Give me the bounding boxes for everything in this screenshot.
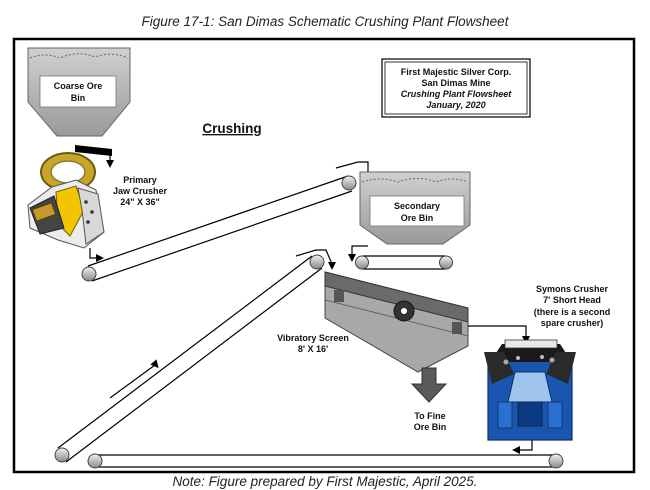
figure-caption: Figure 17-1: San Dimas Schematic Crushin… <box>141 14 509 29</box>
incline-direction-arrow <box>109 359 159 399</box>
apron-feeder <box>75 145 114 168</box>
jaw-discharge-arrow <box>89 248 104 262</box>
coarse-bin-label-1: Coarse Ore <box>54 81 103 91</box>
primary-crusher-label-1: Primary <box>123 175 157 185</box>
conveyor-primary-to-secondary <box>81 175 357 282</box>
vibratory-screen-label-2: 8' X 16' <box>298 344 328 354</box>
title-mine: San Dimas Mine <box>421 78 490 88</box>
vibratory-screen <box>324 271 469 373</box>
screen-feed-arrow <box>295 249 336 270</box>
bottom-return-conveyor <box>87 453 564 469</box>
symons-label-1: Symons Crusher <box>536 284 609 294</box>
section-heading: Crushing <box>202 121 261 136</box>
coarse-ore-bin: Coarse Ore Bin <box>27 47 131 137</box>
title-box: First Majestic Silver Corp. San Dimas Mi… <box>381 58 531 118</box>
conveyor-return-to-screen <box>54 254 325 463</box>
vibratory-screen-label-1: Vibratory Screen <box>277 333 349 343</box>
coarse-bin-label-2: Bin <box>71 93 86 103</box>
symons-label-4: spare crusher) <box>541 318 604 328</box>
diagram-frame <box>12 37 636 474</box>
secondary-bin-discharge-arrow <box>348 245 368 262</box>
symons-crusher-icon <box>484 339 576 441</box>
symons-label-3: (there is a second <box>534 307 611 317</box>
secondary-bin-label-1: Secondary <box>394 201 440 211</box>
secondary-bin-feeder-conveyor <box>355 255 453 270</box>
title-company: First Majestic Silver Corp. <box>401 67 512 77</box>
primary-crusher-label-3: 24" X 36" <box>120 197 160 207</box>
to-fine-ore-bin-arrow: To Fine Ore Bin <box>410 367 448 432</box>
secondary-ore-bin: Secondary Ore Bin <box>359 171 471 245</box>
fine-ore-label-2: Ore Bin <box>414 422 447 432</box>
primary-jaw-crusher-icon <box>27 152 105 249</box>
crusher-discharge-arrow <box>512 440 533 454</box>
title-date: January, 2020 <box>426 100 485 110</box>
fine-ore-label-1: To Fine <box>414 411 445 421</box>
symons-label-2: 7' Short Head <box>543 295 601 305</box>
title-flowsheet: Crushing Plant Flowsheet <box>401 89 513 99</box>
note-caption: Note: Figure prepared by First Majestic,… <box>172 474 478 489</box>
primary-crusher-label-2: Jaw Crusher <box>113 186 168 196</box>
secondary-bin-label-2: Ore Bin <box>401 213 434 223</box>
